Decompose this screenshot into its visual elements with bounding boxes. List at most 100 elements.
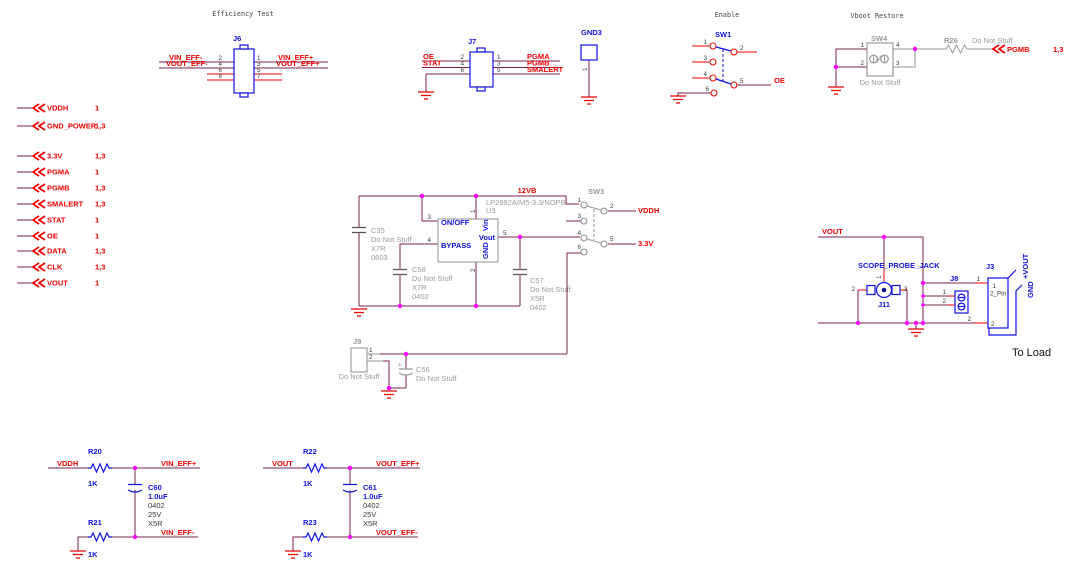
c56-note: Do Not Stuff — [416, 374, 458, 383]
r22-symbol[interactable] — [303, 462, 327, 474]
j6-body[interactable] — [233, 48, 255, 94]
j9-note: Do Not Stuff — [339, 372, 381, 381]
sw3-ref: SW3 — [588, 187, 604, 196]
port-pages: 1,3 — [95, 247, 105, 256]
port-chevron-icon — [31, 199, 46, 209]
resistor-r26[interactable]: R26 Do Not Stuff — [943, 36, 1014, 55]
u3-pin-name: Vin — [481, 219, 490, 231]
u3-ref: U3 — [486, 206, 496, 215]
terminal-j8[interactable]: J8 1 2 — [942, 274, 969, 314]
j7-pin: 5 — [497, 67, 501, 74]
net-label-vout-eff-p[interactable]: VOUT_EFF+ — [376, 459, 420, 468]
net-label-vin-eff-n[interactable]: VIN_EFF- — [161, 528, 195, 537]
port-clk[interactable]: CLK 1,3 — [17, 262, 105, 272]
switch-sw1[interactable]: SW1 1 2 3 4 5 6 OE — [670, 30, 785, 104]
r22-value: 1K — [303, 479, 313, 488]
switch-sw3[interactable]: SW3 1 2 3 4 5 6 VDDH 3.3V — [566, 187, 659, 354]
junction-dots — [132, 46, 926, 540]
c60-symbol[interactable] — [127, 483, 143, 493]
net-label-vout-in[interactable]: VOUT — [272, 459, 293, 468]
vout-eff-block[interactable]: VOUT VOUT_EFF+ VOUT_EFF- R22 1K R23 1K C… — [263, 447, 420, 559]
connector-gnd3[interactable]: GND3 1 — [580, 28, 602, 105]
ic-u3[interactable]: LP2992AIM5-3.3/NOPB U3 ON/OFF BYPASS Vou… — [427, 198, 565, 272]
port-oe[interactable]: OE 1 — [17, 231, 99, 241]
r21-symbol[interactable] — [88, 531, 112, 543]
capacitor-c35[interactable]: C35 Do Not Stuff X7R 0603 — [352, 226, 413, 262]
capacitor-c58[interactable]: C58 Do Not Stuff X7R 0402 — [393, 265, 454, 301]
port-label: PGMA — [47, 168, 70, 177]
connector-j6[interactable]: J6 2 4 6 8 1 3 5 7 VIN_EFF- VOUT_EFF- VI… — [159, 34, 328, 98]
net-label-pgma[interactable]: PGMA — [527, 52, 550, 61]
ground-symbol — [908, 328, 924, 337]
port-gnd-power[interactable]: GND_POWER 1,3 — [17, 121, 105, 131]
net-label-vout-eff-plus[interactable]: VOUT_EFF+ — [276, 59, 320, 68]
port-smalert[interactable]: SMALERT 1,3 — [17, 199, 105, 209]
sw1-pin: 6 — [705, 86, 709, 93]
sw4-pin: 1 — [860, 42, 864, 49]
j9-body[interactable] — [350, 347, 368, 373]
ground-symbol — [670, 95, 686, 104]
net-label-vin-eff-minus[interactable]: VIN_EFF- — [169, 53, 203, 62]
port-chevron-icon — [31, 151, 46, 161]
r23-value: 1K — [303, 550, 313, 559]
net-label-vin-eff-p[interactable]: VIN_EFF+ — [161, 459, 197, 468]
jack-j11[interactable]: J11 1 2 3 — [851, 275, 908, 309]
port-3v3[interactable]: 3.3V 1,3 — [17, 151, 105, 161]
capacitor-c56[interactable]: + C56 Do Not Stuff — [398, 360, 458, 383]
port-chevron-icon — [31, 246, 46, 256]
j6-pin: 4 — [218, 61, 222, 68]
connector-j3[interactable]: J3 1 2 1 2_Pin 2 +VOUT GND — [967, 253, 1035, 336]
net-label-vddh[interactable]: VDDH — [638, 206, 659, 215]
u3-pin-number: 2 — [470, 268, 477, 272]
vin-eff-block[interactable]: VDDH VIN_EFF+ VIN_EFF- R20 1K R21 1K C60… — [48, 447, 200, 559]
net-label-pgmb[interactable]: PGMB — [527, 59, 550, 68]
sw3-pin: 3 — [577, 213, 581, 220]
net-label-smalert[interactable]: SMALERT — [527, 65, 564, 74]
net-label-vout-eff-minus[interactable]: VOUT_EFF- — [166, 59, 208, 68]
port-data[interactable]: DATA 1,3 — [17, 246, 105, 256]
c57-package: 0402 — [530, 303, 547, 312]
j11-pin: 2 — [851, 286, 855, 293]
port-vddh[interactable]: VDDH 1 — [17, 103, 99, 113]
net-label-oe[interactable]: OE — [423, 52, 434, 61]
sw3-pin: 2 — [610, 203, 614, 210]
net-label-stat[interactable]: STAT — [423, 59, 442, 68]
port-label: GND_POWER — [47, 122, 97, 131]
r20-symbol[interactable] — [88, 462, 112, 474]
c61-value: 1.0uF — [363, 492, 383, 501]
net-label-vddh-in[interactable]: VDDH — [57, 459, 78, 468]
sw1-pin: 5 — [740, 78, 744, 85]
net-label-12vb[interactable]: 12VB — [518, 186, 537, 195]
port-pgma[interactable]: PGMA 1 — [17, 167, 99, 177]
net-label-vin-eff-plus[interactable]: VIN_EFF+ — [278, 53, 314, 62]
r21-ref: R21 — [88, 518, 102, 527]
capacitor-c57[interactable]: C57 Do Not Stuff X5R 0402 — [513, 268, 572, 313]
net-label-vout-eff-n[interactable]: VOUT_EFF- — [376, 528, 418, 537]
u3-body[interactable] — [437, 218, 499, 263]
r23-symbol[interactable] — [303, 531, 327, 543]
connector-j9[interactable]: J9 1 2 Do Not Stuff — [339, 337, 567, 399]
gnd3-body[interactable] — [580, 44, 598, 61]
net-label-3v3[interactable]: 3.3V — [638, 239, 653, 248]
net-label-oe-out[interactable]: OE — [774, 76, 785, 85]
c61-symbol[interactable] — [342, 483, 358, 493]
port-vout[interactable]: VOUT 1 — [17, 278, 99, 288]
r26-note: Do Not Stuff — [972, 36, 1014, 45]
r26-ref: R26 — [944, 36, 958, 45]
vout-wires — [818, 236, 988, 337]
port-label: CLK — [47, 263, 63, 272]
net-label-vout[interactable]: VOUT — [822, 227, 843, 236]
j9-pin: 1 — [369, 347, 373, 354]
port-pgmb[interactable]: PGMB 1,3 — [17, 183, 105, 193]
port-label: VOUT — [47, 279, 68, 288]
sw1-pin: 1 — [703, 39, 707, 46]
j3-label-vout: +VOUT — [1021, 253, 1030, 279]
j7-body[interactable] — [469, 51, 494, 88]
j3-body[interactable] — [987, 277, 1009, 329]
switch-sw4[interactable]: SW4 Do Not Stuff 1 2 3 4 — [828, 34, 943, 95]
port-pgmb-right[interactable]: PGMB 1,3 — [991, 44, 1063, 54]
port-stat[interactable]: STAT 1 — [17, 215, 99, 225]
c60-package: 0402 — [148, 501, 165, 510]
connector-j7[interactable]: J7 2 4 6 1 3 5 OE STAT PGMA PGMB SMALERT — [418, 37, 564, 100]
